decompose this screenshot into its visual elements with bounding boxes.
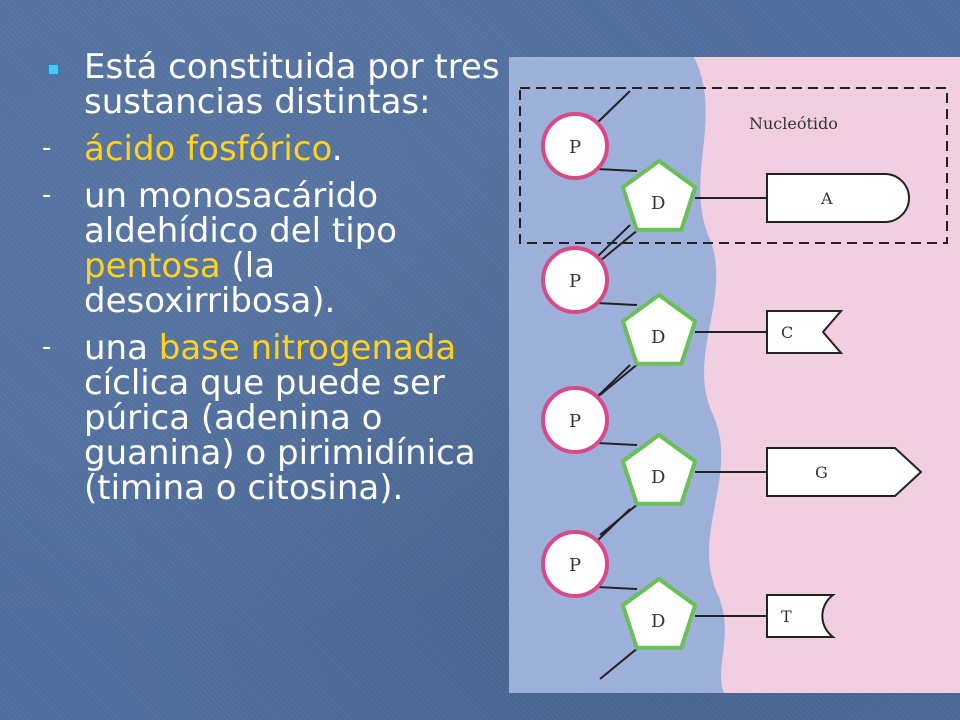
bullet-text: cíclica que puede ser púrica (adenina o …: [84, 363, 476, 508]
bullet-text: (la desoxirribosa).: [84, 246, 336, 321]
phosphate-link-line: [596, 364, 631, 398]
square-bullet-icon: [48, 64, 59, 75]
sugar-pentagon: [620, 576, 698, 650]
sugar-label: D: [651, 611, 665, 632]
bullet-text: un monosacárido aldehídico del tipo: [84, 176, 398, 251]
phosphate-circle: [541, 386, 609, 454]
bullet-item-1: - ácido fosfórico.: [40, 132, 510, 167]
phosphate-link-line: [596, 90, 631, 124]
sugar-pentagon: [620, 158, 698, 232]
phosphate-label: P: [569, 271, 581, 292]
backbone-band: [509, 57, 725, 693]
phosphate-circle: [541, 112, 609, 180]
sugar-label: D: [651, 327, 665, 348]
phosphate-sugar-bond: [596, 586, 638, 590]
sugar-phosphate-bond: [599, 362, 640, 396]
nucleotide-chain-figure: Nucleótido P D A P D C P D G P D T: [509, 57, 960, 693]
base-G-shape: [766, 447, 923, 497]
sugar-phosphate-bond: [599, 228, 640, 262]
bullet-text: Está constituida por tres sustancias dis…: [84, 47, 500, 122]
dash-bullet-icon: -: [42, 133, 52, 163]
bullet-text: .: [331, 129, 343, 169]
bullet-item-0: Está constituida por tres sustancias dis…: [40, 50, 510, 120]
highlighted-term: pentosa: [84, 246, 221, 286]
dna-strand-diagram: Nucleótido P D A P D C P D G P D T: [509, 57, 960, 693]
highlighted-term: ácido fosfórico: [84, 129, 332, 169]
base-T-shape: [766, 594, 837, 638]
phosphate-label: P: [569, 411, 581, 432]
sugar-pentagon: [620, 432, 698, 506]
phosphate-sugar-bond: [596, 168, 638, 172]
phosphate-circle: [541, 530, 609, 598]
base-C-label: C: [781, 323, 793, 342]
phosphate-label: P: [569, 555, 581, 576]
slide-text: Está constituida por tres sustancias dis…: [40, 50, 510, 518]
phosphate-label: P: [569, 137, 581, 158]
base-G-label: G: [815, 463, 828, 482]
sugar-label: D: [651, 193, 665, 214]
dash-bullet-icon: -: [42, 180, 52, 210]
bullet-item-3: - una base nitrogenada cíclica que puede …: [40, 331, 510, 506]
sugar-label: D: [651, 467, 665, 488]
nucleotide-dashed-box: [519, 87, 948, 244]
phosphate-circle: [541, 246, 609, 314]
base-T-label: T: [781, 607, 792, 626]
sugar-pentagon: [620, 292, 698, 366]
bullet-text: una: [84, 328, 159, 368]
highlighted-term: base nitrogenada: [158, 328, 457, 368]
phosphate-sugar-bond: [596, 442, 638, 446]
phosphate-link-line: [596, 224, 631, 258]
phosphate-link-line: [596, 508, 631, 542]
base-A-label: A: [820, 189, 833, 208]
nucleotide-box-label: Nucleótido: [749, 114, 838, 133]
dash-bullet-icon: -: [42, 332, 52, 362]
base-A-shape: [766, 173, 910, 223]
bullet-item-2: - un monosacárido aldehídico del tipo pen…: [40, 179, 510, 319]
base-C-shape: [766, 310, 844, 354]
phosphate-sugar-bond: [596, 302, 638, 306]
sugar-phosphate-bond: [599, 646, 640, 680]
